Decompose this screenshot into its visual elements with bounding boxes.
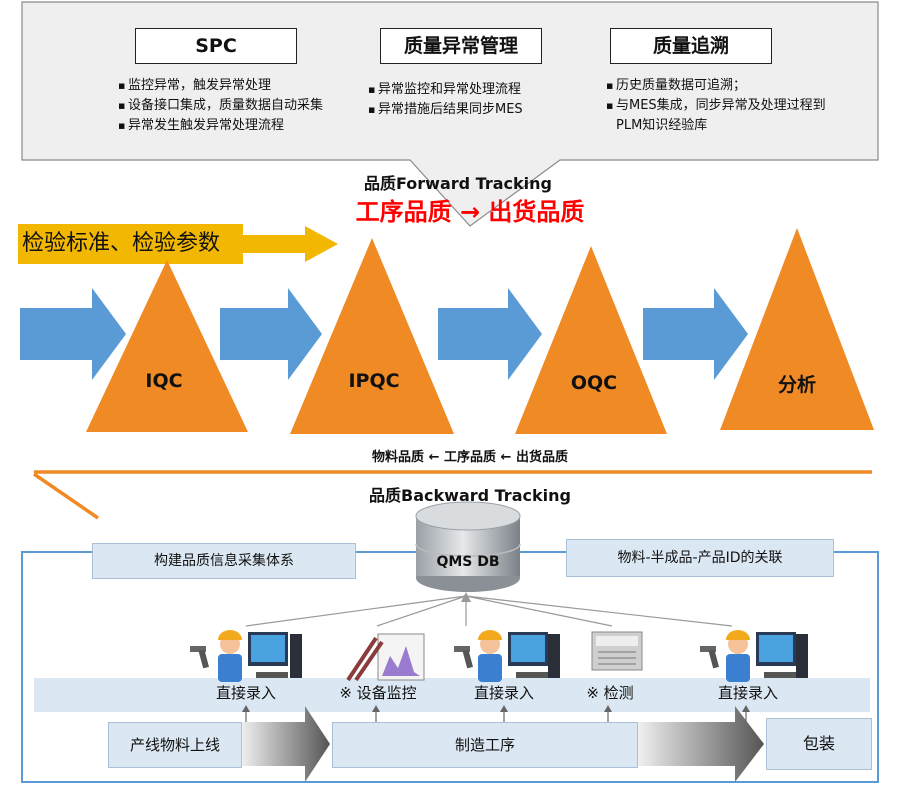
flow-arrow-2 [220,288,322,380]
id-association-box: 物料-半成品-产品ID的关联 [566,539,834,577]
stage-triangle-iqc [86,260,248,432]
forward-tracking-title: 品质Forward Tracking [364,174,552,193]
trace-bullet: 与MES集成，同步异常及处理过程到PLM知识经验库 [606,96,826,136]
exception-bullet-list: 异常监控和异常处理流程 异常措施后结果同步MES [368,80,523,120]
spc-header: SPC [135,28,297,64]
process-arrow-1 [240,706,330,782]
stage-triangle-ipqc [290,238,454,434]
qms-database-icon [415,501,521,592]
flow-arrow-4 [643,288,748,380]
inspection-banner-arrow [18,224,338,264]
process-middle-box: 制造工序 [332,722,638,768]
exception-bullet: 异常措施后结果同步MES [368,100,523,120]
process-start-box: 产线物料上线 [108,722,242,768]
exception-bullet: 异常监控和异常处理流程 [368,80,523,100]
process-arrow-2 [636,706,764,782]
collection-system-box: 构建品质信息采集体系 [92,543,356,579]
quality-stage-flow [20,228,874,434]
stage-label-analysis: 分析 [777,374,817,396]
inspection-banner-text: 检验标准、检验参数 [22,231,221,256]
worker-computer-icon [190,630,302,682]
worker-computer-icon [454,630,560,682]
test-instrument-icon [591,631,643,671]
source-label-direct-entry: 直接录入 [473,684,535,702]
quality-trace-header: 质量追溯 [610,28,772,64]
backward-chain-text: 物料品质 ← 工序品质 ← 出货品质 [372,450,568,465]
quality-exception-header: 质量异常管理 [380,28,542,64]
qms-db-label: QMS DB [436,554,500,570]
bottom-frame [21,551,879,783]
stage-label-iqc: IQC [145,370,183,392]
backward-tracking-title: 品质Backward Tracking [369,486,571,505]
trace-bullet: 历史质量数据可追溯； [606,76,826,96]
worker-computer-icon [700,630,808,682]
source-label-equipment-monitor: ※ 设备监控 [339,684,417,702]
source-label-direct-entry: 直接录入 [215,684,277,702]
source-label-inspection: ※ 检测 [586,684,634,702]
forward-tracking-subtitle: 工序品质 → 出货品质 [355,198,585,226]
spc-bullet: 异常发生触发异常处理流程 [118,116,323,136]
process-end-box: 包装 [766,718,872,770]
flow-arrow-1 [20,288,126,380]
spc-bullet: 设备接口集成，质量数据自动采集 [118,96,323,116]
stage-label-oqc: OQC [570,372,618,394]
stage-label-ipqc: IPQC [348,370,400,392]
spc-bullet-list: 监控异常，触发异常处理 设备接口集成，质量数据自动采集 异常发生触发异常处理流程 [118,76,323,136]
equipment-monitor-icon [346,633,425,682]
tracking-divider [33,470,872,520]
stage-triangle-oqc [515,246,667,434]
spc-bullet: 监控异常，触发异常处理 [118,76,323,96]
flow-arrow-3 [438,288,542,380]
stage-triangle-analysis [720,228,874,430]
trace-bullet-list: 历史质量数据可追溯； 与MES集成，同步异常及处理过程到PLM知识经验库 [606,76,826,136]
source-label-direct-entry: 直接录入 [717,684,779,702]
